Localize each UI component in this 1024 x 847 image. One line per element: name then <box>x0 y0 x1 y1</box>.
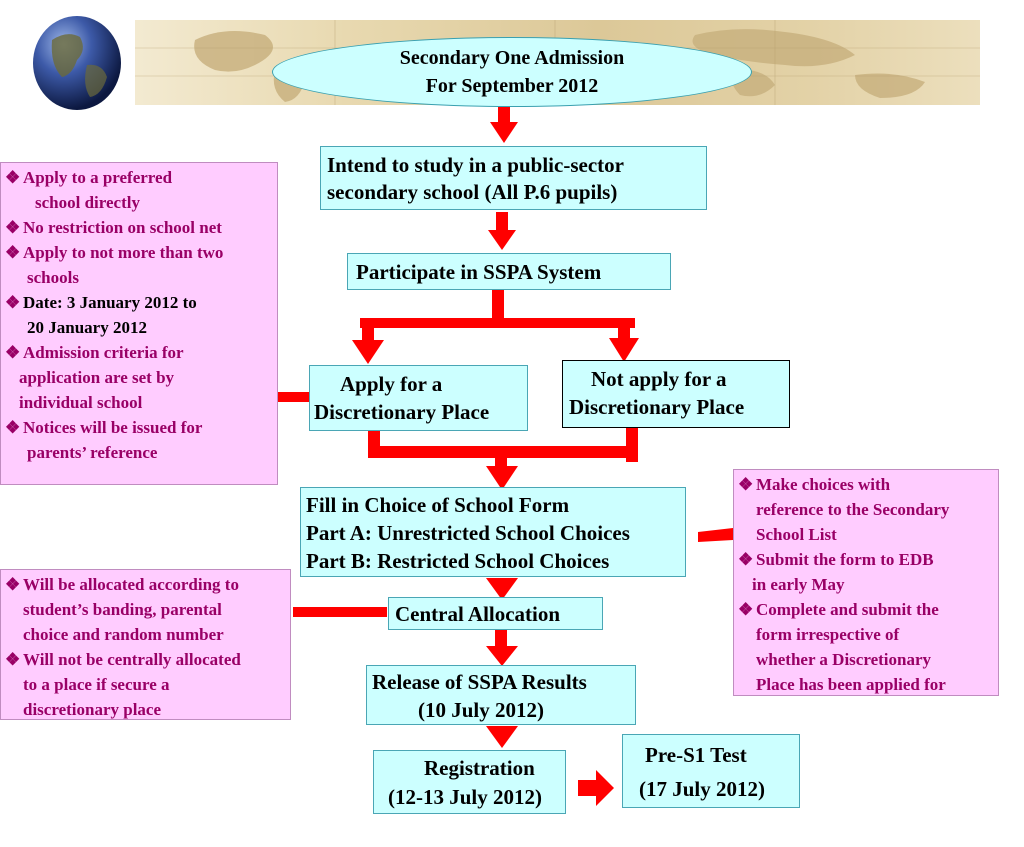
note-text: Will be allocated according to <box>23 575 239 594</box>
note-text: Date: 3 January 2012 to <box>23 293 197 312</box>
apply-dp-line-2: Discretionary Place <box>314 400 490 424</box>
note-item-date: ❖ Date: 3 January 2012 to 20 January 201… <box>5 290 273 340</box>
note-text: individual school <box>19 393 143 412</box>
note-text: discretionary place <box>23 700 162 719</box>
participate-sspa-box: Participate in SSPA System <box>347 253 671 290</box>
pre-s1-line-2: (17 July 2012) <box>639 777 765 801</box>
release-line-1: Release of SSPA Results <box>372 670 587 694</box>
note-item: ❖ No restriction on school net <box>5 215 273 240</box>
note-item: ❖ Submit the form to EDB in early May <box>738 547 994 597</box>
participate-text: Participate in SSPA System <box>356 260 602 284</box>
note-text: Complete and submit the <box>756 600 939 619</box>
note-text: Apply to not more than two <box>23 243 224 262</box>
note-item: ❖ Complete and submit the form irrespect… <box>738 597 994 697</box>
allocation-notes-box: ❖ Will be allocated according to student… <box>0 569 291 720</box>
fill-form-line-1: Fill in Choice of School Form <box>306 493 570 517</box>
note-text: Notices will be issued for <box>23 418 203 437</box>
note-item: ❖ Will be allocated according to student… <box>5 572 286 647</box>
bullet-icon: ❖ <box>5 418 21 437</box>
note-text: school directly <box>35 193 140 212</box>
bullet-icon: ❖ <box>738 550 754 569</box>
note-item: ❖ Admission criteria for application are… <box>5 340 273 415</box>
note-text: application are set by <box>19 368 175 387</box>
not-apply-discretionary-box: Not apply for a Discretionary Place <box>562 360 790 428</box>
not-apply-dp-line-2: Discretionary Place <box>569 395 745 419</box>
title-line-1: Secondary One Admission <box>399 47 625 69</box>
note-text: 20 January 2012 <box>27 318 147 337</box>
note-item: ❖ Make choices with reference to the Sec… <box>738 472 994 547</box>
bullet-icon: ❖ <box>738 600 754 619</box>
form-notes-box: ❖ Make choices with reference to the Sec… <box>733 469 999 696</box>
pre-s1-line-1: Pre-S1 Test <box>645 743 747 767</box>
note-text: to a place if secure a <box>23 675 170 694</box>
note-text: parents’ reference <box>27 443 158 462</box>
fill-form-line-2: Part A: Unrestricted School Choices <box>306 521 630 545</box>
arrow-down-1 <box>490 107 518 143</box>
note-text: No restriction on school net <box>23 218 222 237</box>
note-text: Make choices with <box>756 475 891 494</box>
central-allocation-box: Central Allocation <box>388 597 603 630</box>
note-item: ❖ Apply to a preferred school directly <box>5 165 273 215</box>
not-apply-dp-line-1: Not apply for a <box>591 367 727 391</box>
intend-line-2: secondary school (All P.6 pupils) <box>327 180 618 204</box>
registration-box: Registration (12-13 July 2012) <box>373 750 566 814</box>
registration-line-2: (12-13 July 2012) <box>388 785 542 809</box>
bullet-icon: ❖ <box>5 168 21 187</box>
title-line-2: For September 2012 <box>425 75 599 97</box>
note-text: Submit the form to EDB <box>756 550 934 569</box>
bullet-icon: ❖ <box>5 218 21 237</box>
apply-dp-line-1: Apply for a <box>340 372 443 396</box>
fill-choice-form-box: Fill in Choice of School Form Part A: Un… <box>300 487 686 577</box>
release-results-box: Release of SSPA Results (10 July 2012) <box>366 665 636 725</box>
note-text: whether a Discretionary <box>756 650 932 669</box>
note-text: reference to the Secondary <box>756 500 950 519</box>
note-text: in early May <box>752 575 845 594</box>
note-item: ❖ Notices will be issued for parents’ re… <box>5 415 273 465</box>
note-text: form irrespective of <box>756 625 900 644</box>
note-item: ❖ Will not be centrally allocated to a p… <box>5 647 286 722</box>
note-text: choice and random number <box>23 625 224 644</box>
arrow-down-2 <box>488 212 516 250</box>
globe-icon <box>33 16 121 110</box>
apply-discretionary-box: Apply for a Discretionary Place <box>309 365 528 431</box>
fill-form-line-3: Part B: Restricted School Choices <box>306 549 610 573</box>
central-text: Central Allocation <box>395 602 561 626</box>
note-text: Apply to a preferred <box>23 168 173 187</box>
bullet-icon: ❖ <box>5 575 21 594</box>
title-ellipse: Secondary One Admission For September 20… <box>272 37 752 107</box>
note-text: schools <box>27 268 79 287</box>
note-text: Place has been applied for <box>756 675 946 694</box>
note-item: ❖ Apply to not more than two schools <box>5 240 273 290</box>
release-line-2: (10 July 2012) <box>418 698 544 722</box>
note-text: student’s banding, parental <box>23 600 222 619</box>
bullet-icon: ❖ <box>5 650 21 669</box>
note-text: Admission criteria for <box>23 343 184 362</box>
bullet-icon: ❖ <box>5 343 21 362</box>
note-text: Will not be centrally allocated <box>23 650 241 669</box>
bullet-icon: ❖ <box>738 475 754 494</box>
pre-s1-test-box: Pre-S1 Test (17 July 2012) <box>622 734 800 808</box>
bullet-icon: ❖ <box>5 293 21 312</box>
intend-line-1: Intend to study in a public-sector <box>327 153 624 177</box>
bullet-icon: ❖ <box>5 243 21 262</box>
note-text: School List <box>756 525 837 544</box>
registration-line-1: Registration <box>424 756 535 780</box>
discretionary-notes-box: ❖ Apply to a preferred school directly ❖… <box>0 162 278 485</box>
intend-study-box: Intend to study in a public-sector secon… <box>320 146 707 210</box>
